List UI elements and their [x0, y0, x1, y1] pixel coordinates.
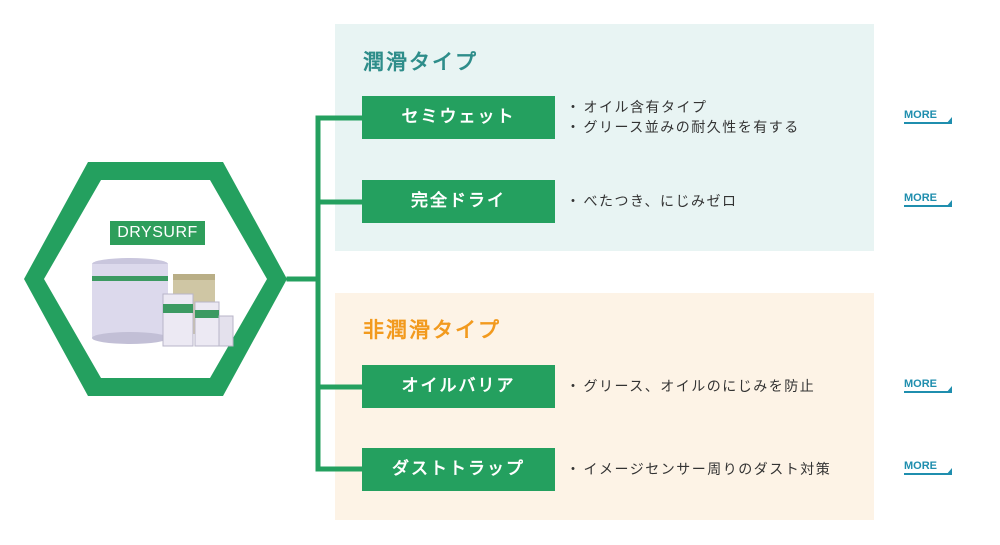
lubricated-title: 潤滑タイプ [363, 50, 478, 74]
more-link-text: MORE [904, 109, 937, 121]
brand-label: DRYSURF [110, 221, 205, 245]
oil-barrier-bullet-1: グリース、オイルのにじみを防止 [566, 377, 815, 397]
more-arrow-icon [904, 117, 952, 124]
semi-wet-more-link[interactable]: MORE [904, 109, 952, 124]
fully-dry-bullet-1: べたつき、にじみゼロ [566, 192, 738, 212]
more-link-text: MORE [904, 378, 937, 390]
fully-dry-more-link[interactable]: MORE [904, 192, 952, 207]
semi-wet-description: オイル含有タイプ グリース並みの耐久性を有する [566, 98, 800, 138]
more-arrow-icon [904, 386, 952, 393]
oil-barrier-more-link[interactable]: MORE [904, 378, 952, 393]
semi-wet-bullet-1: オイル含有タイプ [566, 98, 800, 118]
more-arrow-icon [904, 200, 952, 207]
fully-dry-description: べたつき、にじみゼロ [566, 192, 738, 212]
dust-trap-description: イメージセンサー周りのダスト対策 [566, 460, 831, 480]
dust-trap-bullet-1: イメージセンサー周りのダスト対策 [566, 460, 831, 480]
more-link-text: MORE [904, 192, 937, 204]
non-lubricated-title: 非潤滑タイプ [363, 318, 501, 342]
oil-barrier-button[interactable]: オイルバリア [362, 365, 555, 408]
product-image [92, 258, 234, 347]
semi-wet-button[interactable]: セミウェット [362, 96, 555, 139]
dust-trap-button[interactable]: ダストトラップ [362, 448, 555, 491]
more-arrow-icon [904, 468, 952, 475]
fully-dry-button[interactable]: 完全ドライ [362, 180, 555, 223]
dust-trap-more-link[interactable]: MORE [904, 460, 952, 475]
oil-barrier-description: グリース、オイルのにじみを防止 [566, 377, 815, 397]
more-link-text: MORE [904, 460, 937, 472]
semi-wet-bullet-2: グリース並みの耐久性を有する [566, 118, 800, 138]
